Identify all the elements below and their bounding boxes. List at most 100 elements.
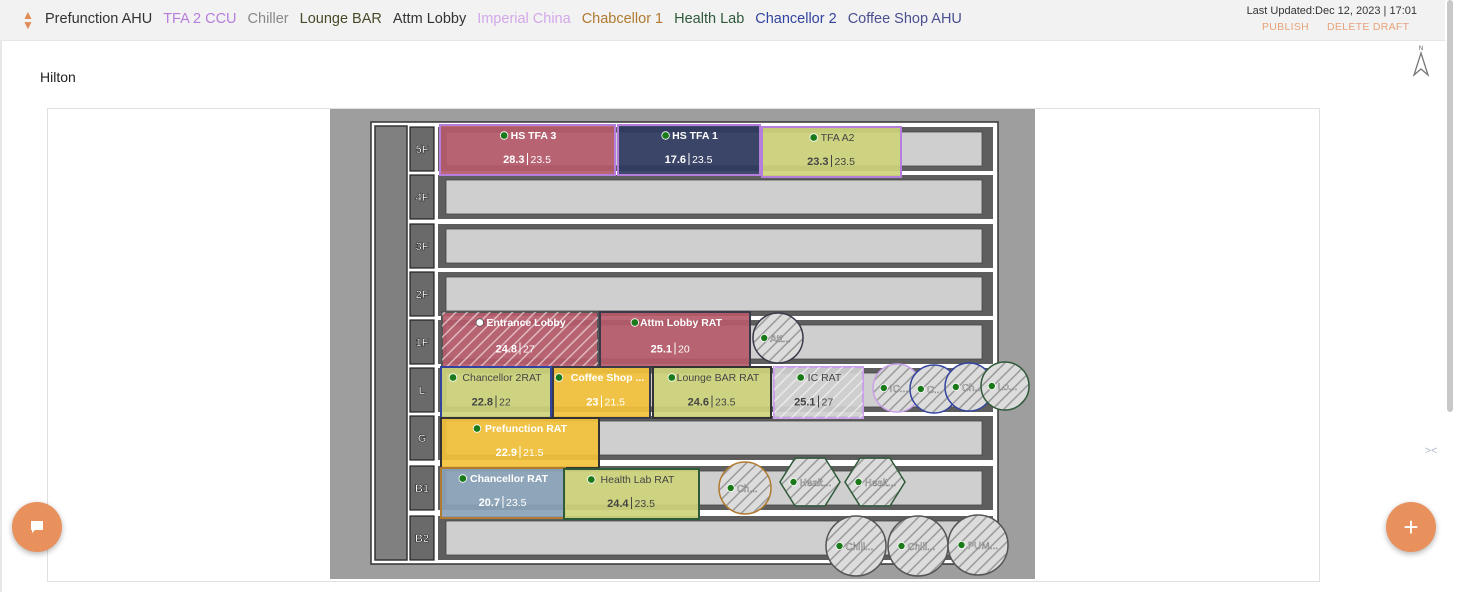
zone-setpoint: 23.5: [835, 156, 856, 168]
zone-temperature: 25.1: [794, 397, 815, 409]
north-compass-icon: N: [1412, 46, 1430, 77]
equipment-hexagon-7[interactable]: Healt...: [779, 457, 841, 507]
zone-setpoint: 27: [523, 344, 535, 356]
tab-imperial-china[interactable]: Imperial China: [477, 11, 571, 27]
top-toolbar: ▲▼ Prefunction AHU TFA 2 CCU Chiller Lounge…: [0, 0, 1445, 41]
equipment-circle: [947, 514, 1009, 576]
equipment-circle: [980, 361, 1030, 411]
equipment-circle-3[interactable]: C...: [909, 364, 959, 414]
equipment-label: Chill...: [846, 542, 874, 553]
status-dot-icon: [554, 373, 564, 382]
status-dot-icon: [661, 131, 670, 140]
zone-setpoint: 21.5: [605, 397, 626, 409]
status-dot-icon: [789, 477, 798, 486]
status-dot-icon: [796, 373, 805, 382]
equipment-label: Healt...: [865, 478, 897, 489]
equipment-hexagon: [844, 457, 906, 507]
zone-temperature: 17.6: [665, 154, 686, 166]
status-dot-icon: [475, 318, 484, 327]
equipment-circle-6[interactable]: Ch...: [718, 461, 772, 515]
tab-prefunction-ahu[interactable]: Prefunction AHU: [45, 11, 153, 27]
equipment-circle-2[interactable]: IC...: [872, 363, 922, 413]
chevron-updown-icon[interactable]: ▲▼: [22, 8, 34, 32]
equipment-circle-9[interactable]: Chill...: [825, 515, 887, 577]
tab-attm-lobby[interactable]: Attm Lobby: [392, 11, 467, 27]
floor-label-box: [409, 367, 435, 413]
equipment-label: Lo...: [998, 382, 1017, 393]
equipment-hexagon-8[interactable]: Healt...: [844, 457, 906, 507]
status-dot-icon: [879, 383, 888, 392]
tab-chiller[interactable]: Chiller: [247, 11, 289, 27]
equipment-circle-1[interactable]: Att...: [752, 312, 804, 364]
publish-button[interactable]: PUBLISH: [1262, 21, 1310, 33]
equipment-hexagon: [779, 457, 841, 507]
floor-label: G: [418, 433, 427, 445]
status-dot-icon: [726, 483, 735, 492]
floor-label: 4F: [416, 192, 429, 204]
floor-label-box: [409, 319, 435, 365]
status-dot-icon: [951, 382, 960, 391]
floor-label: 2F: [416, 289, 429, 301]
zone-temperature: 24.6: [688, 397, 709, 409]
floor-label-box: [409, 174, 435, 220]
equipment-label: PUM...: [968, 541, 999, 552]
chat-button[interactable]: [12, 502, 62, 552]
zone-name: Health Lab RAT: [601, 474, 676, 486]
floor-area[interactable]: [445, 179, 983, 215]
vertical-scrollbar[interactable]: [1447, 0, 1453, 412]
chat-icon: [31, 521, 43, 533]
zone-temperature: 28.3: [503, 154, 524, 166]
zone-name: Chancellor 2RAT: [462, 372, 542, 384]
zone-temperature: 23.3: [807, 156, 828, 168]
add-button[interactable]: +: [1386, 502, 1436, 552]
status-dot-icon: [987, 381, 996, 390]
plus-icon: +: [1403, 511, 1419, 542]
tab-tfa-2-ccu[interactable]: TFA 2 CCU: [163, 11, 237, 27]
tab-lounge-bar[interactable]: Lounge BAR: [299, 11, 382, 27]
status-dot-icon: [916, 384, 925, 393]
zone-name: Chancellor RAT: [470, 473, 549, 485]
equipment-circle-11[interactable]: PUM...: [947, 514, 1009, 576]
floor-label: B2: [415, 533, 429, 545]
equipment-circle-10[interactable]: Chill...: [887, 515, 949, 577]
last-updated-text: Last Updated:Dec 12, 2023 | 17:01: [1246, 5, 1417, 17]
tab-chancellor-2[interactable]: Chancellor 2: [755, 11, 837, 27]
zone-name: Entrance Lobby: [486, 317, 566, 329]
equipment-circle: [752, 312, 804, 364]
equipment-label: IC...: [890, 384, 908, 395]
equipment-circle-5[interactable]: Lo...: [980, 361, 1030, 411]
floor-area[interactable]: [445, 228, 983, 264]
floor-row-2f: 2F: [409, 271, 993, 317]
tab-health-lab[interactable]: Health Lab: [674, 11, 745, 27]
zone-temperature: 20.7: [479, 497, 500, 509]
floor-label: L: [419, 385, 426, 397]
zone-setpoint: 23.5: [715, 397, 736, 409]
delete-draft-button[interactable]: DELETE DRAFT: [1327, 21, 1410, 33]
collapse-arrows-icon[interactable]: ><: [1424, 445, 1438, 457]
floor-area[interactable]: [445, 276, 983, 312]
equipment-label: Healt...: [800, 478, 832, 489]
zone-box: [552, 366, 651, 419]
tab-chabcellor-1[interactable]: Chabcellor 1: [581, 11, 664, 27]
status-dot-icon: [630, 318, 639, 327]
zone-setpoint: 23.5: [692, 154, 713, 166]
zone-box: [440, 417, 600, 469]
tab-coffee-shop-ahu[interactable]: Coffee Shop AHU: [847, 11, 962, 27]
floor-label: B1: [415, 483, 429, 495]
building-core: [374, 125, 408, 561]
zone-name: Coffee Shop ...: [571, 372, 645, 384]
zone-temperature: 22.8: [472, 397, 493, 409]
